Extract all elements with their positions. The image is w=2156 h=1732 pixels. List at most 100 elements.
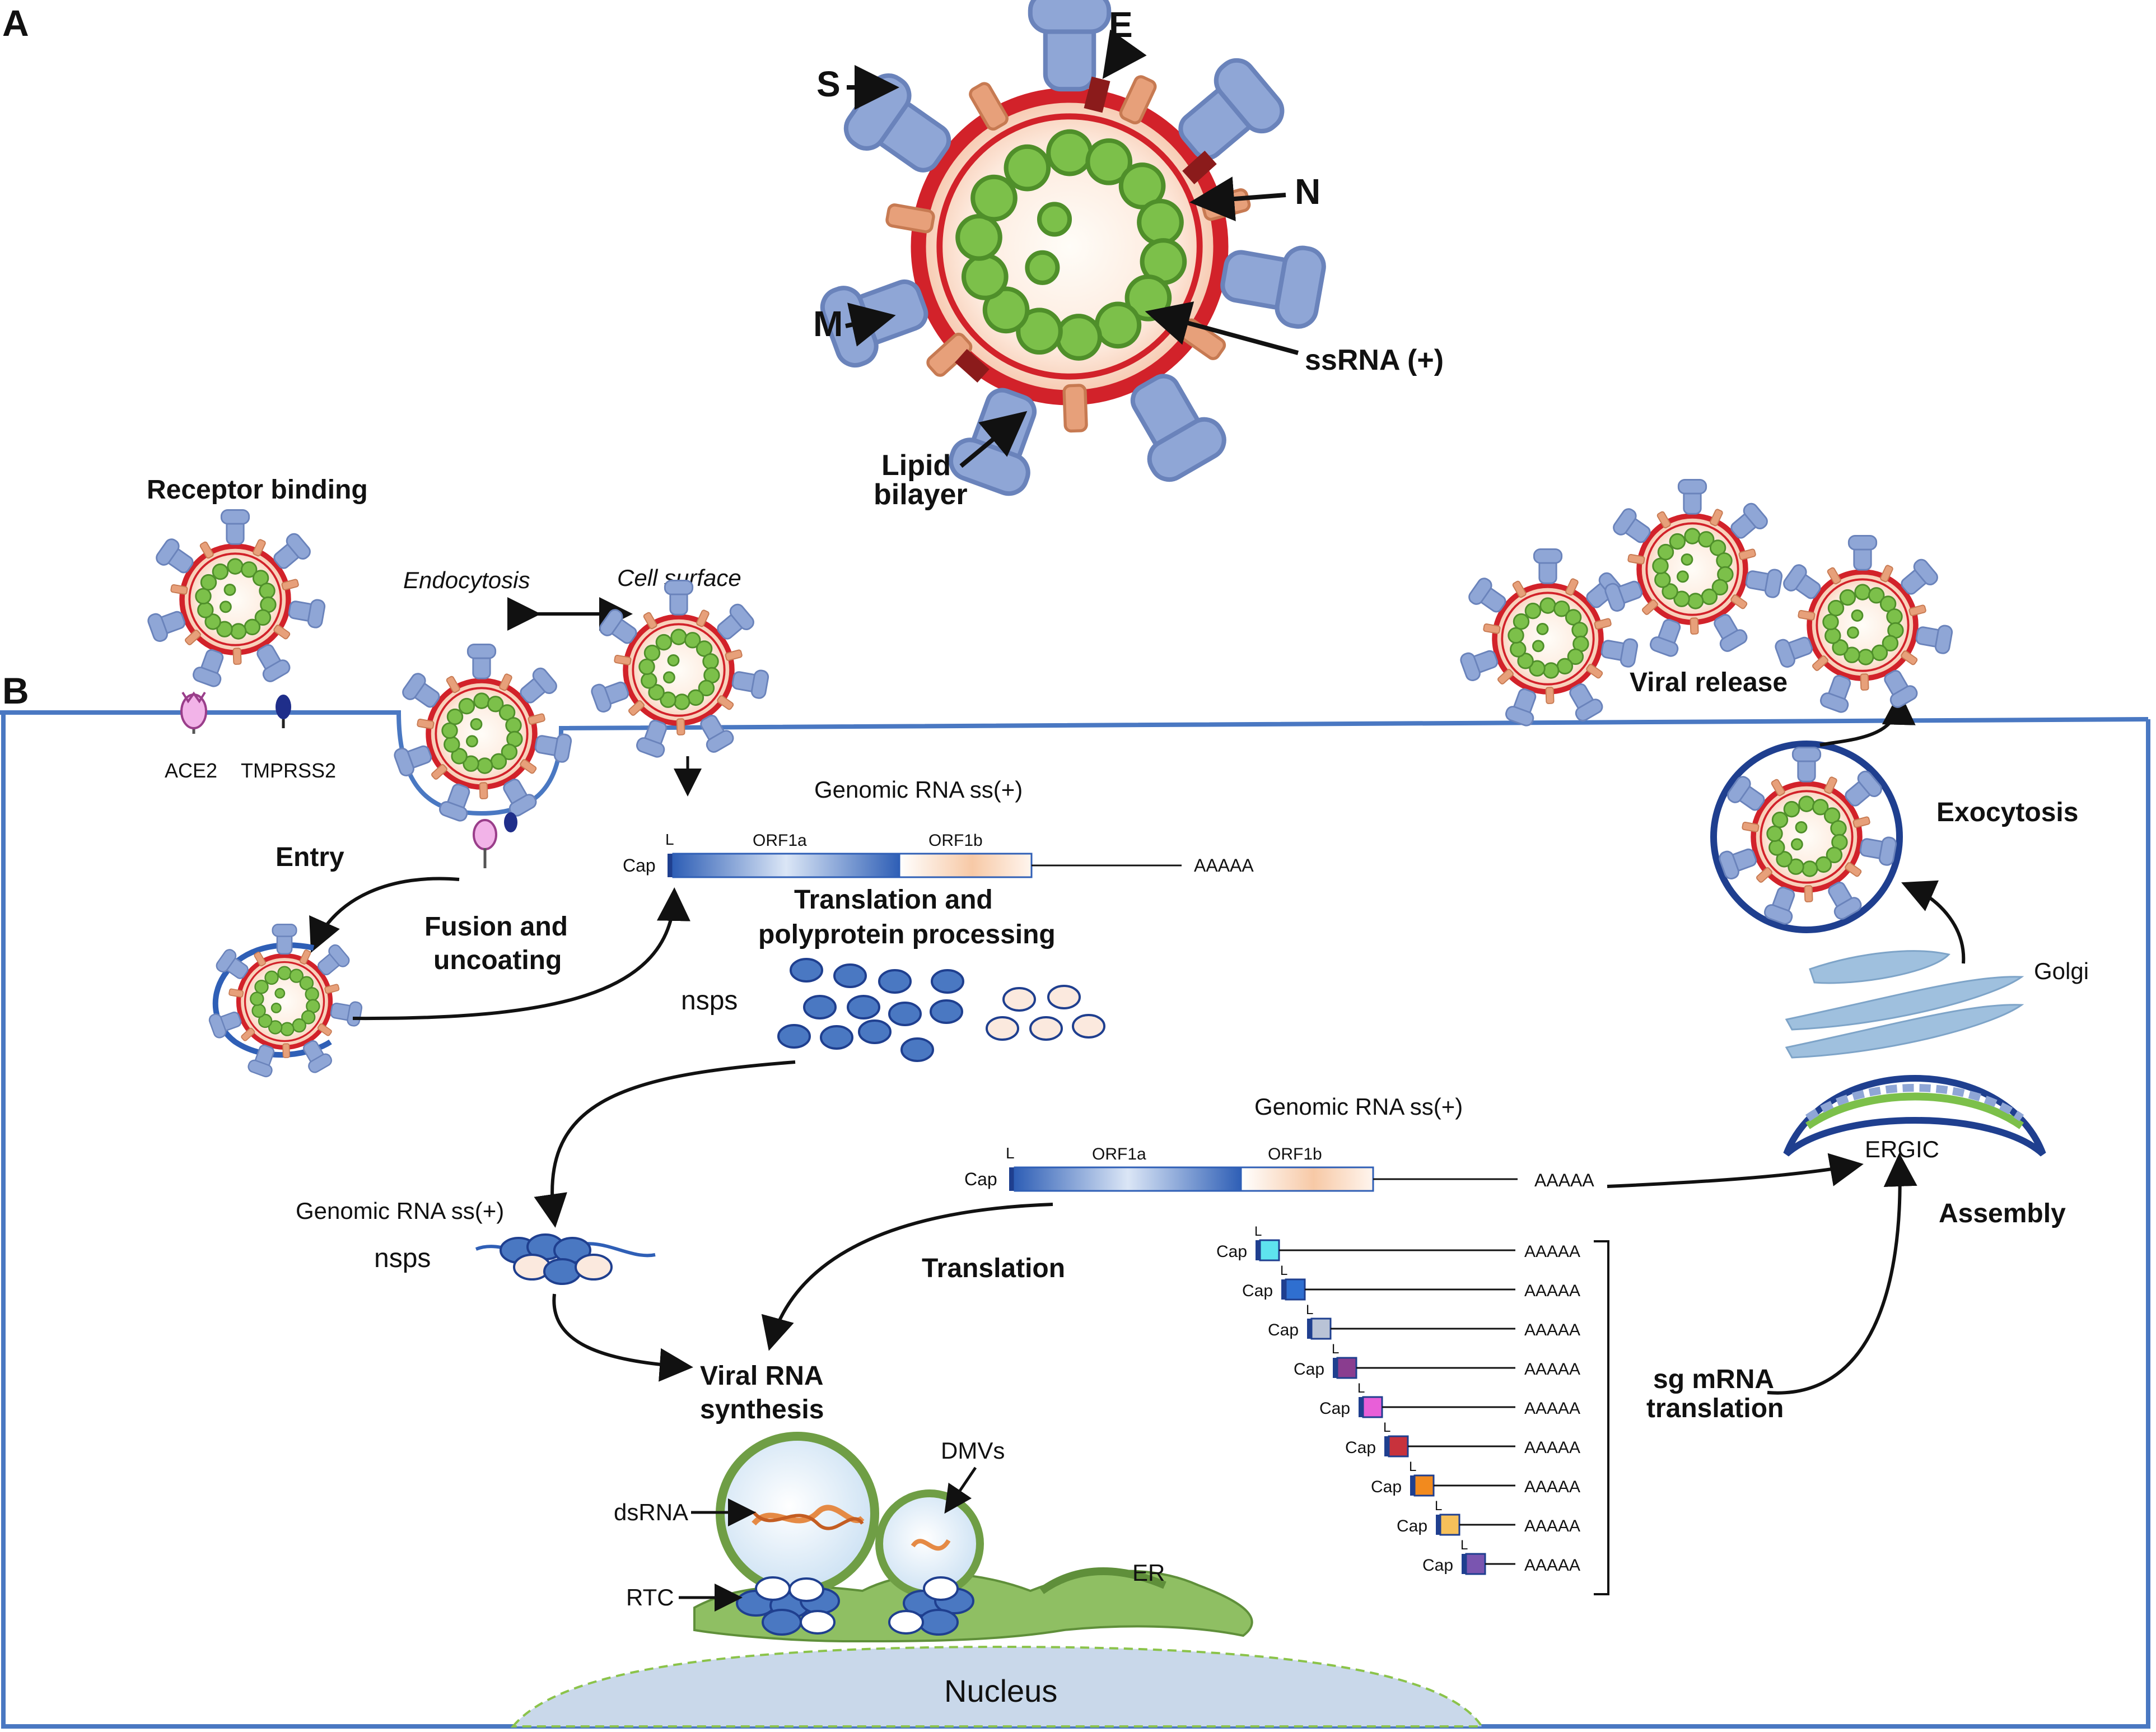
svg-text:L: L bbox=[665, 831, 674, 848]
endocytosis-label: Endocytosis bbox=[403, 567, 530, 593]
svg-text:ORF1a: ORF1a bbox=[753, 831, 807, 850]
exocytosis-label: Exocytosis bbox=[1936, 798, 2078, 827]
translation-label: Translation bbox=[922, 1254, 1065, 1283]
replication-nsps-label: nsps bbox=[374, 1244, 431, 1273]
nsps-to-replication-arrow bbox=[534, 1060, 796, 1228]
sg-mrna-leader bbox=[1333, 1358, 1337, 1378]
svg-text:E: E bbox=[1109, 4, 1133, 45]
golgi-stack bbox=[1785, 950, 2024, 1059]
sg-mrna-polya-label: AAAAA bbox=[1524, 1399, 1580, 1418]
sg-mrna-leader-label: L bbox=[1409, 1459, 1416, 1474]
svg-text:ssRNA (+): ssRNA (+) bbox=[1305, 344, 1444, 376]
svg-text:AAAAA: AAAAA bbox=[1534, 1170, 1594, 1190]
sg-mrna-orf bbox=[1310, 1317, 1332, 1340]
rtc-label-group: RTC bbox=[626, 1584, 743, 1612]
svg-text:N: N bbox=[1295, 171, 1320, 212]
sg-mrna-row: Cap L AAAAA bbox=[1345, 1420, 1580, 1458]
svg-text:L: L bbox=[1006, 1144, 1015, 1162]
sg-mrna-cap-label: Cap bbox=[1268, 1321, 1299, 1339]
golgi-label: Golgi bbox=[2034, 958, 2089, 984]
viral-rna-synthesis-line-1: Viral RNA bbox=[700, 1361, 824, 1391]
endocytosis-virion bbox=[393, 644, 572, 822]
receptor-binding-label: Receptor binding bbox=[147, 475, 368, 505]
sg-mrna-polya-label: AAAAA bbox=[1524, 1321, 1580, 1339]
svg-text:ORF1b: ORF1b bbox=[928, 831, 983, 850]
dmvs-label-group: DMVs bbox=[941, 1437, 1005, 1514]
panel-label-a: A bbox=[2, 2, 29, 44]
sg-mrna-orf bbox=[1465, 1553, 1486, 1575]
svg-text:DMVs: DMVs bbox=[941, 1437, 1005, 1464]
svg-text:AAAAA: AAAAA bbox=[1194, 855, 1254, 876]
complex-to-synthesis-arrow bbox=[552, 1293, 693, 1382]
virion-label-m: M bbox=[813, 302, 896, 347]
sg-mrna-cap-label: Cap bbox=[1216, 1242, 1247, 1261]
sg-mrna-row: Cap L AAAAA bbox=[1268, 1302, 1580, 1340]
virion-label-e: E bbox=[1102, 4, 1147, 80]
sg-mrna-polya-label: AAAAA bbox=[1524, 1242, 1580, 1261]
sg-mrna-polya-label: AAAAA bbox=[1524, 1360, 1580, 1379]
sg-mrna-polya-label: AAAAA bbox=[1524, 1282, 1580, 1300]
cell-surface-virion bbox=[590, 580, 769, 758]
svg-text:Nucleus: Nucleus bbox=[944, 1673, 1057, 1708]
sg-mrna-leader-label: L bbox=[1332, 1342, 1339, 1357]
virion-diagram bbox=[818, 0, 1327, 499]
ace2-label: ACE2 bbox=[165, 759, 217, 782]
sg-mrna-cap-label: Cap bbox=[1345, 1438, 1376, 1457]
svg-text:dsRNA: dsRNA bbox=[614, 1499, 688, 1525]
sg-mrna-label-line-1: sg mRNA bbox=[1653, 1365, 1774, 1394]
sg-mrna-orf bbox=[1285, 1278, 1306, 1301]
sg-mrna-orf bbox=[1362, 1396, 1383, 1418]
svg-text:ORF1b: ORF1b bbox=[1268, 1145, 1322, 1163]
sg-mrna-orf bbox=[1413, 1474, 1435, 1497]
sg-mrna-polya-label: AAAAA bbox=[1524, 1438, 1580, 1457]
virion-label-s: S bbox=[816, 64, 899, 110]
sg-mrna-cap-label: Cap bbox=[1397, 1517, 1427, 1535]
sg-mrna-leader bbox=[1256, 1240, 1260, 1260]
sg-mrna-cap-label: Cap bbox=[1422, 1556, 1453, 1575]
endosome-ace2-icon bbox=[473, 812, 517, 868]
svg-text:bilayer: bilayer bbox=[874, 478, 968, 511]
sg-mrna-leader-label: L bbox=[1306, 1302, 1313, 1317]
fusion-line-1: Fusion and bbox=[424, 912, 568, 942]
sg-mrna-cap-label: Cap bbox=[1371, 1478, 1402, 1496]
svg-text:Cap: Cap bbox=[964, 1169, 997, 1189]
genome-top: Genomic RNA ss(+) Cap L ORF1a ORF1b AAAA… bbox=[623, 776, 1254, 878]
nsps-cluster bbox=[777, 958, 1105, 1062]
entry-arrow bbox=[309, 877, 460, 953]
sg-mrna-orf bbox=[1336, 1357, 1357, 1379]
translation-processing-line-1: Translation and bbox=[794, 885, 993, 915]
sg-mrna-polya-label: AAAAA bbox=[1524, 1478, 1580, 1496]
sg-mrna-row: Cap L AAAAA bbox=[1371, 1459, 1580, 1497]
entry-label: Entry bbox=[276, 842, 344, 872]
sg-mrna-polya-label: AAAAA bbox=[1524, 1556, 1580, 1575]
sg-mrna-leader-label: L bbox=[1383, 1420, 1390, 1435]
replication-complex-icon bbox=[475, 1233, 656, 1285]
genome-middle: Genomic RNA ss(+) Cap L ORF1a ORF1b AAAA… bbox=[964, 1093, 1594, 1192]
svg-text:ERGIC: ERGIC bbox=[1865, 1136, 1939, 1162]
tmprss2-receptor-icon bbox=[276, 695, 291, 728]
sg-mrna-leader-label: L bbox=[1435, 1498, 1442, 1514]
sg-mrna-orf bbox=[1439, 1514, 1460, 1536]
sg-mrna-leader bbox=[1410, 1475, 1415, 1496]
sg-mrna-leader-label: L bbox=[1357, 1381, 1365, 1396]
svg-text:S: S bbox=[816, 64, 841, 104]
er-label: ER bbox=[1132, 1559, 1165, 1586]
sg-mrna-leader bbox=[1462, 1554, 1466, 1574]
viral-release-label: Viral release bbox=[1630, 668, 1788, 697]
sg-mrna-leader bbox=[1384, 1436, 1389, 1456]
sg-mrna-label-line-2: translation bbox=[1646, 1394, 1784, 1423]
sg-mrna-cap-label: Cap bbox=[1319, 1399, 1350, 1418]
svg-text:Cap: Cap bbox=[623, 855, 656, 876]
assembly-label: Assembly bbox=[1939, 1199, 2066, 1228]
rtc-clusters bbox=[736, 1576, 974, 1636]
panel-label-b: B bbox=[2, 670, 29, 711]
sg-mrna-leader bbox=[1436, 1515, 1440, 1535]
uncoating-to-genome-arrow bbox=[352, 887, 690, 1021]
sg-mrna-orf bbox=[1259, 1239, 1280, 1261]
exocytosis-vesicle bbox=[1710, 741, 1903, 933]
sg-mrna-polya-label: AAAAA bbox=[1524, 1517, 1580, 1535]
